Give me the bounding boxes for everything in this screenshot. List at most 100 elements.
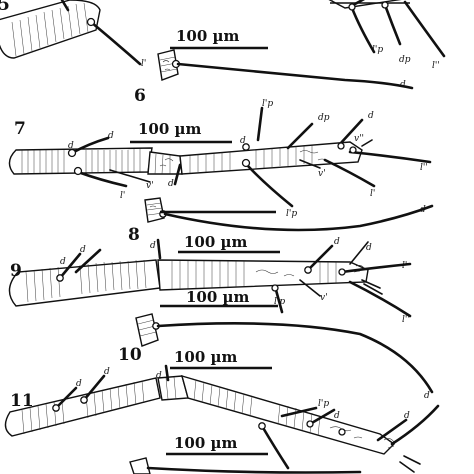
fig7-seta-lp-down bbox=[246, 164, 294, 208]
seta-label: v' bbox=[320, 293, 328, 303]
seta-label: v' bbox=[318, 169, 326, 179]
figure-6: 6 d bbox=[134, 49, 414, 106]
figure-number: 9 bbox=[10, 261, 22, 281]
figure-number: 11 bbox=[10, 391, 34, 411]
fig5-seta-lp bbox=[350, 6, 376, 54]
fig11-seta-long bbox=[390, 404, 440, 446]
fig11-seta-d3 bbox=[164, 364, 170, 382]
fig11-seta-d2 bbox=[82, 374, 106, 402]
seta-label: dp bbox=[399, 55, 411, 65]
scale-label: 100 µm bbox=[138, 120, 202, 138]
seta-label: d bbox=[104, 367, 110, 377]
fig5-seta-top bbox=[60, 0, 70, 12]
fig9-seta-d4 bbox=[306, 244, 334, 272]
fig9-seta-d2 bbox=[74, 248, 102, 274]
seta-label: d bbox=[420, 205, 426, 215]
fig7-segment-knee bbox=[147, 151, 183, 175]
seta-label: l' bbox=[402, 261, 407, 271]
seta-label: d bbox=[60, 257, 66, 267]
fig9-seta-vprime bbox=[299, 279, 321, 297]
scale-label: 100 µm bbox=[176, 27, 240, 45]
fig5-segment bbox=[0, 0, 101, 59]
seta-label: d bbox=[168, 179, 174, 189]
figure-7: 7 d d l' v' d d l'p dp v'' v' l' l'' d 1… bbox=[8, 99, 432, 219]
fig9-seta-lprime bbox=[340, 262, 412, 274]
seta-label: d bbox=[108, 131, 114, 141]
fig9-seta-d3 bbox=[156, 238, 162, 260]
fig7-seta-vprime bbox=[109, 169, 151, 183]
fig11-seta-d1 bbox=[54, 386, 78, 410]
seta-label: d bbox=[150, 241, 156, 251]
fig5-socket bbox=[86, 17, 96, 27]
fig11-segment-basal bbox=[4, 377, 161, 437]
fig5-annuli bbox=[11, 2, 89, 57]
fig7-seta-apical bbox=[361, 139, 373, 147]
seta-label: d bbox=[76, 379, 82, 389]
fig7-seta-d2 bbox=[173, 163, 182, 186]
scale-label: 100 µm bbox=[174, 348, 238, 366]
scale-label: 100 µm bbox=[174, 434, 238, 452]
seta-label: d bbox=[368, 111, 374, 121]
seta-label: d bbox=[404, 411, 410, 421]
fig11-seta-down bbox=[260, 424, 290, 470]
fig11-seta-d4 bbox=[308, 408, 336, 426]
fig9-seta-d5 bbox=[349, 241, 369, 265]
seta-label: l'p bbox=[274, 297, 285, 307]
fig7-seta-vprime-2 bbox=[299, 159, 321, 169]
seta-label: l'' bbox=[420, 163, 428, 173]
seta-label: d bbox=[400, 80, 406, 90]
seta-label: d bbox=[366, 243, 372, 253]
fig7-segment-basal bbox=[8, 147, 153, 175]
fig11-seta-lp bbox=[280, 406, 318, 418]
figure-10: 10 100 µm d bbox=[118, 313, 434, 401]
scale-label: 100 µm bbox=[184, 233, 248, 251]
fig7-seta-lpp bbox=[348, 150, 432, 164]
seta-label: l'' bbox=[402, 315, 410, 325]
figure-number: 6 bbox=[134, 86, 146, 106]
fig10-long-seta bbox=[156, 322, 434, 394]
fig9-segment-basal bbox=[8, 259, 161, 307]
fig8-segment bbox=[144, 197, 165, 223]
fig8-long-seta bbox=[163, 204, 434, 232]
figure-number: 10 bbox=[118, 345, 142, 365]
figure-number: 7 bbox=[14, 119, 26, 139]
seta-label: dp bbox=[318, 113, 330, 123]
figure-9: 9 d d d l'p v' d l' l'' d 100 µm bbox=[8, 237, 412, 325]
seta-label: v' bbox=[146, 181, 154, 191]
seta-label: l'' bbox=[432, 61, 440, 71]
fig7-segment-distal bbox=[179, 141, 363, 175]
seta-label: l' bbox=[120, 191, 125, 201]
fig9-segment-distal bbox=[157, 259, 369, 291]
fig7-seta-d-up bbox=[338, 118, 364, 146]
scale-label: 100 µm bbox=[186, 288, 250, 306]
fig9-seta-lp bbox=[274, 288, 284, 314]
fig5-seta-upper bbox=[353, 0, 366, 6]
figure-number: 5 bbox=[0, 0, 10, 15]
seta-label: l'p bbox=[262, 99, 273, 109]
seta-label: d bbox=[334, 237, 340, 247]
figure-8: 8 100 µm d bbox=[128, 197, 434, 254]
fig5-distal-segment bbox=[328, 0, 402, 9]
fig7-seta-lprime-2 bbox=[323, 158, 376, 188]
fig5-seta-lpp bbox=[403, 0, 446, 58]
seta-label: d bbox=[424, 391, 430, 401]
fig11-seta-apical bbox=[376, 418, 408, 442]
fig12-segment-partial bbox=[129, 457, 151, 474]
seta-label: d bbox=[334, 411, 340, 421]
fig6-long-seta bbox=[176, 62, 414, 90]
figure-5: 5 l' l'p dp l'' 100 µm bbox=[0, 0, 446, 71]
seta-label: l' bbox=[370, 189, 375, 199]
seta-label: l'p bbox=[372, 45, 383, 55]
fig7-seta-lp-up bbox=[256, 106, 264, 142]
seta-label: d bbox=[80, 245, 86, 255]
seta-label: l'p bbox=[286, 209, 297, 219]
fig5-seta-lprime bbox=[89, 20, 142, 66]
fig5-seta-dp bbox=[383, 3, 402, 46]
seta-label: l' bbox=[141, 59, 146, 69]
fig7-seta-lprime bbox=[76, 170, 128, 188]
figure-11: 11 d d d l'p d d 100 µm bbox=[4, 364, 440, 474]
seta-label: d bbox=[240, 136, 246, 146]
seta-label: d bbox=[156, 371, 162, 381]
